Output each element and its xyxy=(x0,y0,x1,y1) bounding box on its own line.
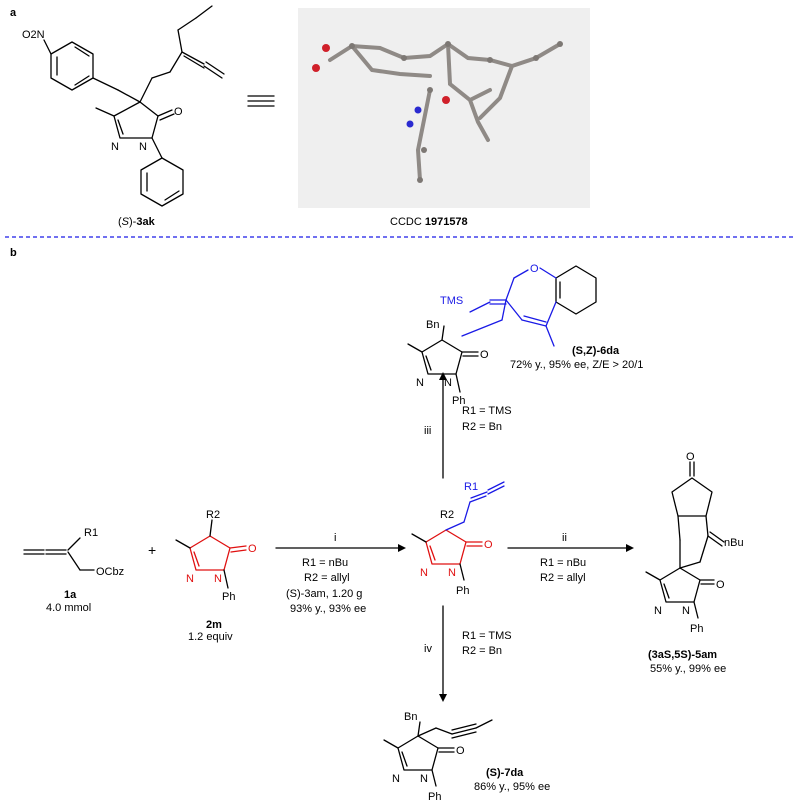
atom-n: N xyxy=(416,377,424,389)
central-product xyxy=(411,481,505,581)
step-iv-r1: R1 = TMS xyxy=(462,630,512,642)
sm-1a-id: 1a xyxy=(64,589,77,601)
atom-n: N xyxy=(420,773,428,785)
atom-ph: Ph xyxy=(690,623,703,635)
atom-o: O xyxy=(484,539,493,551)
atom-n: N xyxy=(654,605,662,617)
atom-n: N xyxy=(214,573,222,585)
bn-label: Bn xyxy=(426,319,439,331)
atom-n: N xyxy=(682,605,690,617)
step-i-yield: 93% y., 93% ee xyxy=(290,603,366,615)
compound-3ak-label: (S)-3ak xyxy=(118,216,156,228)
step-iii-r1: R1 = TMS xyxy=(462,405,512,417)
phenyl-ring xyxy=(140,157,184,207)
step-iii-r2: R2 = Bn xyxy=(462,421,502,433)
product-5am-name: (3aS,5S)-5am xyxy=(648,649,717,661)
atom-o: O xyxy=(686,451,695,463)
atom-o: O xyxy=(174,106,183,118)
tms-label: TMS xyxy=(440,295,463,307)
central-r2: R2 xyxy=(440,509,454,521)
product-6da-structure xyxy=(407,265,597,393)
atom-ph: Ph xyxy=(452,395,465,407)
sm-1a-structure xyxy=(23,537,95,571)
atom-n: N xyxy=(444,377,452,389)
bn-label: Bn xyxy=(404,711,417,723)
step-iv-r2: R2 = Bn xyxy=(462,645,502,657)
atom-n: N xyxy=(139,141,147,153)
pyrazolone-ring-a xyxy=(95,101,175,159)
product-7da-name: (S)-7da xyxy=(486,767,524,779)
atom-o: O xyxy=(480,349,489,361)
atom-n: N xyxy=(448,567,456,579)
sm-2m-id: 2m xyxy=(206,619,222,631)
atom-o: O xyxy=(530,263,539,275)
allene-chain-a xyxy=(139,5,225,103)
product-7da-yield: 86% y., 95% ee xyxy=(474,781,550,793)
step-iii-label: iii xyxy=(424,425,431,437)
product-5am-structure xyxy=(645,461,725,619)
product-7da-structure xyxy=(383,719,493,787)
panel-a-label: a xyxy=(10,7,17,19)
product-6da-yield: 72% y., 95% ee, Z/E > 20/1 xyxy=(510,359,643,371)
nbu-label: nBu xyxy=(724,537,744,549)
step-i-product: (S)-3am, 1.20 g xyxy=(286,588,362,600)
step-i-label: i xyxy=(334,532,336,544)
sm-1a-amount: 4.0 mmol xyxy=(46,602,91,614)
step-ii-r1: R1 = nBu xyxy=(540,557,586,569)
ccdc-label: CCDC 1971578 xyxy=(390,216,468,228)
atom-o: O xyxy=(456,745,465,757)
nitro-label: O2N xyxy=(22,29,45,41)
product-5am-yield: 55% y., 99% ee xyxy=(650,663,726,675)
sm-1a-r1: R1 xyxy=(84,527,98,539)
atom-ph: Ph xyxy=(222,591,235,603)
atom-n: N xyxy=(392,773,400,785)
atom-o: O xyxy=(716,579,725,591)
benzyl-bond xyxy=(117,89,141,103)
step-i-r1: R1 = nBu xyxy=(302,557,348,569)
atom-n: N xyxy=(186,573,194,585)
step-ii-r2: R2 = allyl xyxy=(540,572,586,584)
atom-o: O xyxy=(248,543,257,555)
atom-n: N xyxy=(111,141,119,153)
atom-ph: Ph xyxy=(428,791,441,803)
atom-n: N xyxy=(420,567,428,579)
atom-ph: Ph xyxy=(456,585,469,597)
central-r1: R1 xyxy=(464,481,478,493)
plus-sign: + xyxy=(148,542,156,558)
sm-2m-r2: R2 xyxy=(206,509,220,521)
sm-2m-amount: 1.2 equiv xyxy=(188,631,233,643)
sm-1a-group: OCbz xyxy=(96,566,124,578)
product-6da-name: (S,Z)-6da xyxy=(572,345,620,357)
equivalence-sign xyxy=(247,95,275,107)
panel-b-label: b xyxy=(10,247,17,259)
step-ii-label: ii xyxy=(562,532,567,544)
sm-2m-structure xyxy=(175,519,247,589)
nitrophenyl-ring xyxy=(43,39,119,91)
step-iv-label: iv xyxy=(424,643,432,655)
crystal-structure-image xyxy=(298,8,590,208)
step-i-r2: R2 = allyl xyxy=(304,572,350,584)
